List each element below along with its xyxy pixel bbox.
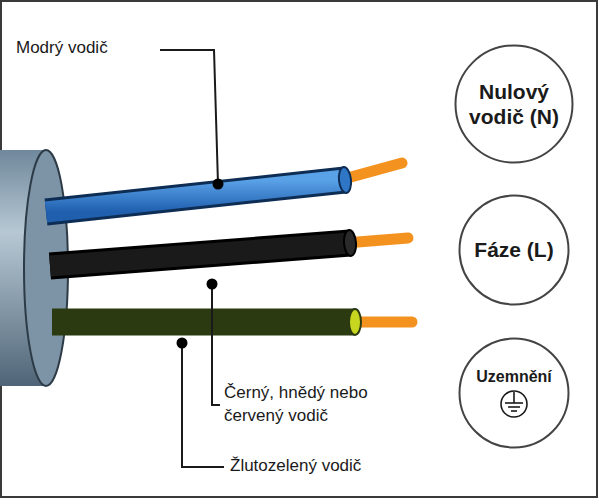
- term-label: Uzemnění: [476, 367, 552, 386]
- black-wire-outline: [50, 243, 350, 266]
- black-wire-end: [343, 230, 357, 257]
- term-circle: Uzemnění: [458, 337, 570, 449]
- wire-callout: Žlutozelený vodič: [228, 455, 363, 478]
- circle-outline: [454, 44, 574, 164]
- earth-wire: [52, 312, 355, 333]
- blue-wire-outline: [46, 180, 345, 212]
- earth-wire-outline: [52, 309, 355, 336]
- black-wire: [50, 243, 350, 266]
- term-label: Nulový vodič (N): [464, 79, 564, 129]
- earth-wire-end: [349, 309, 361, 335]
- leader-dots: [177, 179, 224, 349]
- leader-lines: [160, 50, 224, 467]
- wire-callout: Černý, hnědý nebo červený vodič: [222, 382, 404, 428]
- term-circle: Nulový vodič (N): [454, 44, 574, 164]
- blue-wire-end: [338, 166, 353, 193]
- ground-symbol: [499, 389, 529, 419]
- blue-wire: [46, 180, 345, 212]
- term-label: Fáze (L): [474, 237, 553, 262]
- term-circle: Fáze (L): [458, 194, 570, 306]
- wire-callout: Modrý vodič: [14, 37, 110, 60]
